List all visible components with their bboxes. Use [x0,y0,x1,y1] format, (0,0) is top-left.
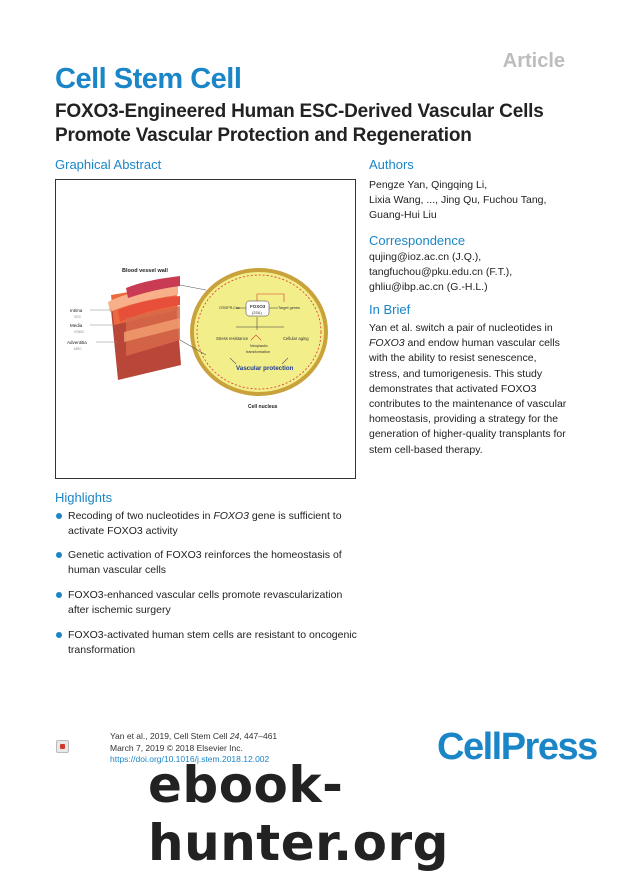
transformation-label: transformation [246,350,270,354]
graphical-abstract-heading: Graphical Abstract [55,157,162,172]
in-brief-text: Yan et al. switch a pair of nucleotides … [369,322,567,456]
correspondence-email[interactable]: tangfuchou@pku.edu.cn (F.T.), [369,266,513,278]
foxo3-label: FOXO3 [250,304,266,309]
cell-nucleus-label: Cell nucleus [248,404,278,410]
article-tag: Article [502,50,565,72]
vessel-intima-layer [118,296,180,322]
paper-title: FOXO3-Engineered Human ESC-Derived Vascu… [55,101,544,146]
vascular-protection-label: Vascular protection [236,365,294,372]
authors-heading: Authors [369,157,414,172]
vessel-top-layer [126,276,180,298]
journal-logo: Cell Stem Cell [55,63,242,95]
author-line: Lixia Wang, ..., Jing Qu, Fuchou Tang, [369,194,547,206]
graphical-abstract-illustration: Blood vessel wall Intima VEC Media VSMC … [67,268,328,410]
highlight-item: Genetic activation of FOXO3 reinforces t… [56,548,358,578]
target-genes-label: Target genes [278,306,300,310]
correspondence-email[interactable]: ghliu@ibp.ac.cn (G.-H.L.) [369,281,488,293]
graphical-abstract-figure: Blood vessel wall Intima VEC Media VSMC … [55,179,356,479]
bullet-icon [56,592,62,598]
correspondence-email[interactable]: qujing@ioz.ac.cn (J.Q.), [369,251,482,263]
highlights-heading: Highlights [55,490,113,505]
crispr-label: CRISPR-Cas [219,306,240,310]
bullet-icon [56,513,62,519]
vessel-media-surface [108,286,178,312]
watermark-text: ebook-hunter.org [148,756,449,872]
check-for-updates-icon[interactable] [56,740,69,753]
highlight-item: Recoding of two nucleotides in FOXO3 gen… [56,509,358,539]
bullet-icon [56,552,62,558]
citation-line: Yan et al., 2019, Cell Stem Cell 24, 447… [110,731,278,741]
foxo3-box [245,300,270,317]
blood-vessel-wall-label: Blood vessel wall [122,268,168,274]
date-line: March 7, 2019 © 2018 Elsevier Inc. [110,742,243,753]
stress-resistance-label: Stress resistance [216,336,249,341]
cellular-aging-label: Cellular aging [283,336,309,341]
authors-list: Pengze Yan, Qingqing Li, Lixia Wang, ...… [369,178,589,223]
media-sub-label: VSMC [74,330,85,334]
adventitia-sub-label: MSC [74,347,82,351]
in-brief-heading: In Brief [369,302,411,317]
intima-sub-label: VEC [74,315,82,319]
neoplastic-label: Neoplastic [250,344,268,348]
cellpress-logo: CellPress [437,726,598,768]
author-line: Guang-Hui Liu [369,209,437,221]
correspondence-list: qujing@ioz.ac.cn (J.Q.), tangfuchou@pku.… [369,250,589,295]
bullet-icon [56,632,62,638]
highlight-item: FOXO3-activated human stem cells are res… [56,628,358,658]
adventitia-label: Adventitia [67,340,87,345]
highlight-item: FOXO3-enhanced vascular cells promote re… [56,588,358,618]
author-line: Pengze Yan, Qingqing Li, [369,179,488,191]
correspondence-heading: Correspondence [369,233,466,248]
doi-link[interactable]: https://doi.org/10.1016/j.stem.2018.12.0… [110,754,270,764]
intima-label: Intima [70,308,83,313]
foxo3-sub-label: (2SA) [252,311,262,315]
media-label: Media [70,323,83,328]
citation-footer: Yan et al., 2019, Cell Stem Cell 24, 447… [110,731,277,766]
